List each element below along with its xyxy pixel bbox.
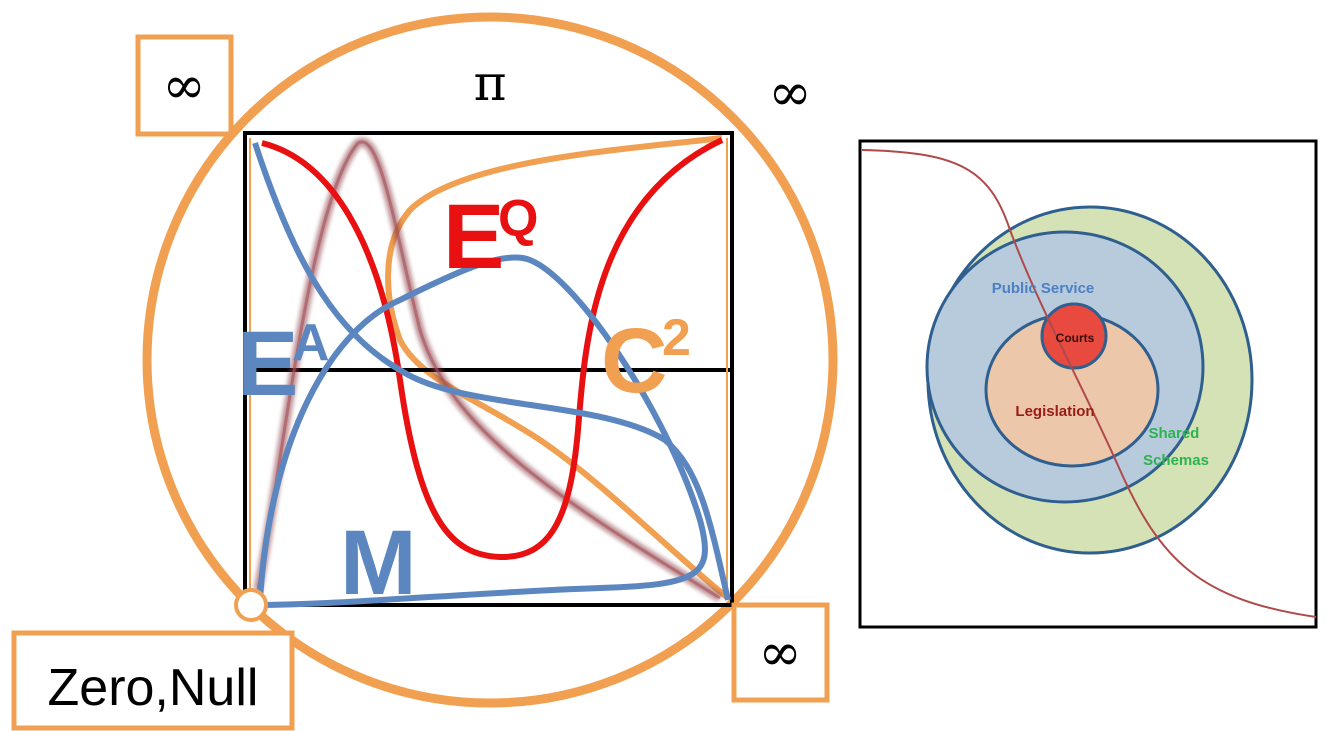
shared-schemas-label: Shared Schemas bbox=[1143, 425, 1209, 469]
left-diagram: π ∞ ∞ ∞ Zero,Null E Q E A C 2 M bbox=[11, 12, 838, 731]
zero-null-label: Zero,Null bbox=[48, 659, 259, 717]
infinity-top-right: ∞ bbox=[768, 63, 811, 123]
infinity-box-bottom-right bbox=[731, 602, 830, 703]
courts-circle bbox=[1040, 302, 1108, 370]
right-diagram: Public Service Courts Legislation Shared… bbox=[858, 139, 1318, 629]
courts-label: Courts bbox=[1056, 331, 1095, 345]
infinity-bottom-right: ∞ bbox=[758, 623, 801, 683]
infinity-box-top-left bbox=[135, 34, 234, 137]
m-label: M bbox=[340, 512, 417, 614]
eq-label: E Q bbox=[443, 186, 538, 288]
c2-label: C 2 bbox=[601, 309, 691, 412]
public-service-label: Public Service bbox=[992, 280, 1095, 297]
maroon-peak-curve-core bbox=[256, 140, 721, 600]
ea-blue-curve bbox=[252, 142, 731, 601]
outer-orange-circle bbox=[142, 12, 838, 708]
eq-red-curve bbox=[261, 137, 724, 561]
zero-null-box bbox=[11, 630, 295, 731]
zero-point bbox=[234, 588, 268, 622]
right-s-curve bbox=[861, 149, 1317, 618]
c2-curve bbox=[385, 135, 730, 601]
m-blue-curve bbox=[254, 254, 708, 608]
ea-label: E A bbox=[237, 313, 330, 415]
legislation-label: Legislation bbox=[1015, 403, 1094, 420]
pi-symbol: π bbox=[474, 54, 507, 112]
infinity-top-left: ∞ bbox=[162, 56, 205, 116]
